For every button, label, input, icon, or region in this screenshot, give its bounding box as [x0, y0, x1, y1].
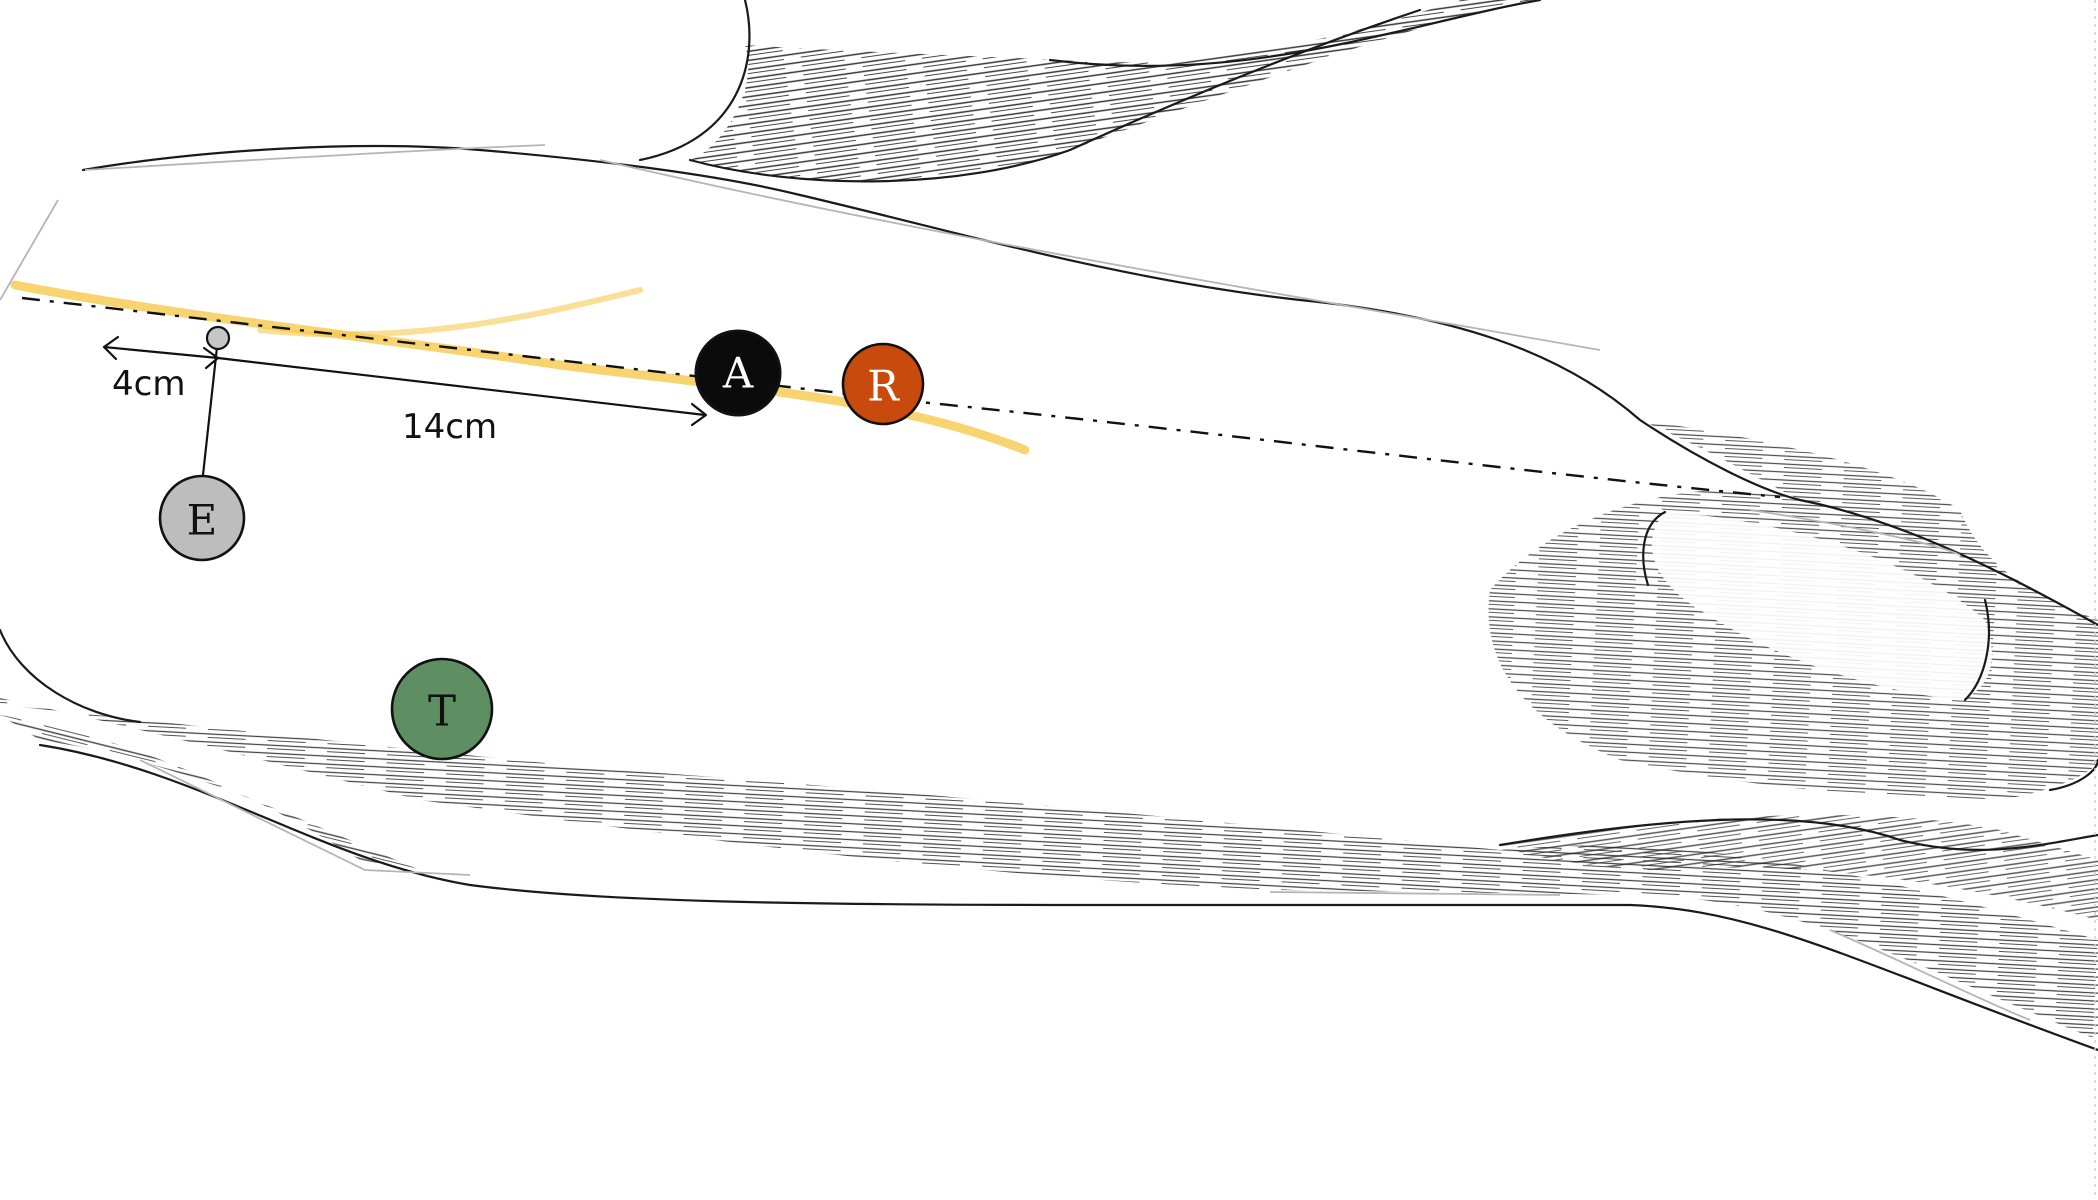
joint-highlight: [1651, 512, 1992, 700]
lower-shadow-hatching: [0, 698, 2098, 1040]
marker-e: E: [158, 474, 246, 562]
upper-shadow-hatching: [690, 0, 1540, 182]
measure-label-long: 14cm: [402, 407, 497, 447]
lower-left-hatching: [0, 715, 420, 870]
marker-e-circle: [158, 474, 246, 562]
faint-guide-lines: [0, 144, 2031, 1021]
marker-a-letter: A: [722, 349, 754, 398]
marker-a: A: [694, 329, 782, 417]
marker-t: T: [390, 657, 494, 761]
marker-r: R: [841, 342, 925, 426]
limb-outline: [0, 0, 2098, 1052]
marker-a-circle: [694, 329, 782, 417]
reference-point: [205, 325, 231, 351]
marker-r-circle: [841, 342, 925, 426]
measure-label-short: 4cm: [112, 364, 185, 404]
marker-r-letter: R: [867, 362, 900, 411]
marker-e-letter: E: [187, 496, 218, 545]
marker-t-letter: T: [428, 687, 456, 736]
measurement-arrows: [102, 335, 708, 477]
marker-t-circle: [390, 657, 494, 761]
joint-lower-hatching: [1500, 814, 2098, 920]
